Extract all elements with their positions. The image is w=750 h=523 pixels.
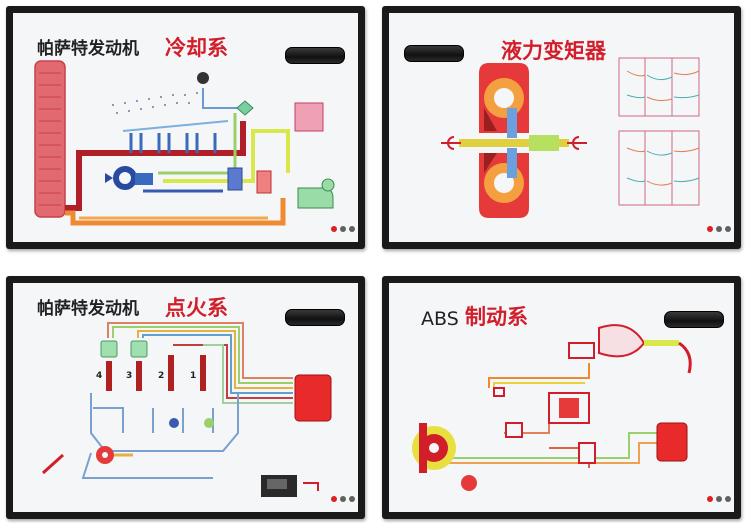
brake-master-cylinder <box>568 324 692 374</box>
ignition-title-main: 帕萨特发动机 <box>37 299 139 319</box>
engine-block-outline <box>81 393 239 479</box>
ignition-system-panel: 帕萨特发动机 点火系 <box>13 283 358 512</box>
cooling-system-board: 帕萨特发动机 冷却系 <box>6 6 365 249</box>
cylinder-number: 3 <box>126 371 132 381</box>
spark-plugs <box>106 355 206 391</box>
heater-core-box <box>256 170 272 194</box>
torque-converter-board: 液力变矩器 <box>382 6 741 249</box>
led-gray <box>725 226 731 232</box>
led-red <box>707 226 713 232</box>
valve-block <box>505 422 523 438</box>
abs-brake-diagram <box>412 324 692 491</box>
led-gray <box>716 496 722 502</box>
ignition-system-diagram: 4 3 2 1 <box>41 322 332 497</box>
torque-converter-diagram <box>441 57 700 218</box>
torque-title-accent: 液力变矩器 <box>501 39 606 63</box>
cooling-title-accent: 冷却系 <box>165 36 228 60</box>
led-gray <box>340 496 346 502</box>
test-probe <box>41 453 65 475</box>
abs-title-accent: 制动系 <box>465 305 528 329</box>
turbine-shaft <box>459 139 569 147</box>
display-window <box>285 47 345 64</box>
led-gray <box>340 226 346 232</box>
hydraulic-modulator <box>548 392 590 424</box>
cooling-system-panel: 帕萨特发动机 冷却系 <box>13 13 358 242</box>
indicator-leds <box>331 496 355 502</box>
stator-shaft <box>529 135 559 151</box>
lower-hose-orange <box>65 198 286 226</box>
cylinder-number: 2 <box>158 371 164 381</box>
pump-motor <box>578 442 596 464</box>
indicator-leds <box>707 496 731 502</box>
led-red <box>331 226 337 232</box>
ignition-wiring <box>107 322 293 404</box>
fan-hub <box>197 72 209 84</box>
cooling-title-main: 帕萨特发动机 <box>37 39 139 59</box>
output-rotation-symbol <box>567 136 587 150</box>
display-window <box>285 309 345 326</box>
led-red <box>331 496 337 502</box>
thin-blue-line <box>202 88 238 109</box>
input-rotation-symbol <box>441 136 461 150</box>
wheel-brake-assembly <box>412 423 456 473</box>
abs-title-main: ABS <box>421 308 459 330</box>
characteristic-graph-top <box>618 57 700 117</box>
display-window <box>404 45 464 62</box>
knock-sensor <box>169 418 179 428</box>
small-valve <box>493 387 505 397</box>
led-gray <box>716 226 722 232</box>
led-gray <box>349 496 355 502</box>
expansion-tank <box>294 102 324 132</box>
yellow-line <box>163 129 290 183</box>
coolant-dots <box>112 92 198 114</box>
torque-converter-panel: 液力变矩器 <box>389 13 734 242</box>
cylinder-number: 1 <box>190 371 196 381</box>
cylinder-number: 4 <box>96 371 102 381</box>
water-pump <box>105 166 153 190</box>
abs-control-unit <box>656 422 688 462</box>
wheel-speed-sensor <box>461 475 477 491</box>
hall-sensor <box>204 418 214 428</box>
abs-brake-panel: ABS 制动系 <box>389 283 734 512</box>
abs-brake-board: ABS 制动系 <box>382 276 741 519</box>
water-jacket-channels <box>129 133 217 153</box>
upper-hose <box>65 121 246 211</box>
led-red <box>707 496 713 502</box>
ignition-title-accent: 点火系 <box>165 296 228 320</box>
characteristic-graph-bottom <box>618 130 700 206</box>
radiator <box>34 60 66 218</box>
heater-valve <box>227 167 243 191</box>
ignition-coils <box>100 340 148 358</box>
indicator-leds <box>707 226 731 232</box>
cooling-system-diagram <box>34 60 335 226</box>
thermostat <box>236 100 254 116</box>
ignition-system-board: 帕萨特发动机 点火系 <box>6 276 365 519</box>
led-gray <box>349 226 355 232</box>
converter-housing <box>479 63 529 218</box>
indicator-leds <box>331 226 355 232</box>
led-gray <box>725 496 731 502</box>
ignition-control-unit <box>294 374 332 422</box>
display-window <box>664 311 724 328</box>
